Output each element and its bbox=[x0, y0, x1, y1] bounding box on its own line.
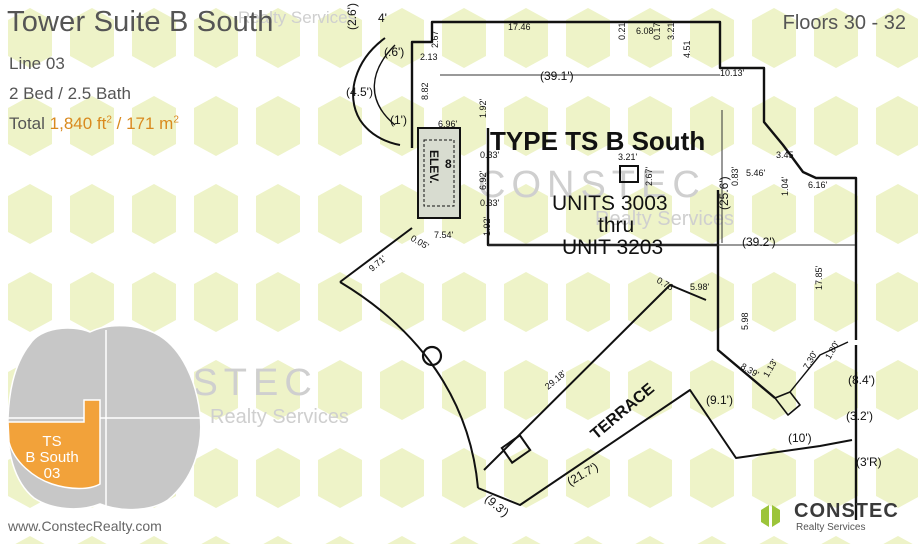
dim-label: 4.51 bbox=[682, 40, 692, 58]
brand-name: CONSTEC bbox=[794, 500, 899, 522]
terrace-planter bbox=[500, 433, 532, 465]
left-diagonal bbox=[339, 227, 413, 283]
dim-label: 3.21' bbox=[618, 152, 638, 162]
inner-wall-right bbox=[716, 190, 776, 399]
units-line-3: UNIT 3203 bbox=[562, 236, 663, 259]
dim-label: 0.76' bbox=[655, 275, 677, 293]
dim-label: 2.67 bbox=[430, 30, 440, 48]
dim-label: 0.33' bbox=[480, 198, 500, 208]
dim-label: 17.85' bbox=[814, 265, 824, 290]
dim-label: (8.4') bbox=[848, 373, 875, 387]
total-prefix: Total bbox=[9, 114, 50, 133]
dim-label: (3.2') bbox=[846, 409, 873, 423]
unit-outline bbox=[410, 20, 858, 340]
elevator-box bbox=[417, 127, 461, 219]
dim-label: (.6') bbox=[384, 45, 404, 59]
key-plan-label-3: 03 bbox=[44, 465, 61, 482]
balcony-arc bbox=[352, 37, 401, 146]
area-m: / 171 m bbox=[111, 114, 174, 133]
dim-label: (39.2') bbox=[742, 235, 776, 249]
brand-logo-icon bbox=[761, 505, 780, 527]
bay-notch bbox=[774, 391, 801, 416]
dim-label: 17.46 bbox=[508, 22, 531, 32]
area-m-exp: 2 bbox=[173, 114, 179, 126]
units-line-2: thru bbox=[598, 214, 634, 237]
line-number: Line 03 bbox=[9, 54, 65, 73]
watermark-sub-header: Realty Services bbox=[238, 8, 357, 27]
area-ft-exp: 2 bbox=[106, 114, 112, 126]
balcony-inner bbox=[373, 44, 396, 126]
dim-label: 6.92' bbox=[478, 170, 488, 190]
dim-label: (1') bbox=[390, 113, 407, 127]
dim-label: 1.04' bbox=[780, 176, 790, 196]
dim-label: 4' bbox=[378, 11, 387, 25]
elevator-label: ELEV. bbox=[427, 150, 441, 184]
key-plan-label-2: B South bbox=[25, 449, 78, 466]
dim-label: (2.6') bbox=[345, 3, 359, 30]
brand-subtitle: Realty Services bbox=[796, 522, 866, 533]
dim-label: 0.21 bbox=[617, 22, 627, 40]
dim-label: 8.82 bbox=[420, 82, 430, 100]
dim-label: (10') bbox=[788, 431, 812, 445]
dim-label: 0.05' bbox=[409, 233, 431, 251]
floors-range: Floors 30 - 32 bbox=[782, 12, 906, 34]
watermark-brand-top: CONSTEC bbox=[478, 164, 706, 206]
dim-label: 6.96' bbox=[438, 119, 458, 129]
terrace-curve bbox=[339, 281, 479, 489]
page-title: Tower Suite B South bbox=[7, 6, 274, 38]
dim-label: 2.67' bbox=[644, 166, 654, 186]
dim-label: 0.83' bbox=[730, 166, 740, 186]
key-plan-label-1: TS bbox=[42, 433, 61, 450]
dim-label: 5.46' bbox=[746, 168, 766, 178]
dim-label: (9.1') bbox=[706, 393, 733, 407]
website-link[interactable]: www.ConstecRealty.com bbox=[8, 518, 162, 534]
watermark-sub-top: Realty Services bbox=[595, 208, 734, 230]
watermark-sub-mid: Realty Services bbox=[210, 406, 349, 428]
dim-label: 0.33' bbox=[480, 150, 500, 160]
unit-type-label: TYPE TS B South bbox=[490, 126, 705, 156]
dim-label: 10.13' bbox=[720, 68, 745, 78]
dim-label: 9.71' bbox=[367, 253, 388, 273]
dim-label: (39.1') bbox=[540, 69, 574, 83]
dim-label: 29.18' bbox=[543, 368, 568, 391]
dim-label: (3'R) bbox=[856, 455, 882, 469]
brand-logo: CONSTEC Realty Services bbox=[758, 500, 908, 534]
dim-label: 1.92' bbox=[478, 98, 488, 118]
drain-circle bbox=[421, 345, 443, 367]
key-plan-highlight bbox=[7, 399, 101, 490]
dim-label: (25.6') bbox=[717, 176, 731, 210]
bay-diag bbox=[789, 341, 849, 393]
dim-label: 6.08 bbox=[636, 26, 654, 36]
elevator-number: 8 bbox=[445, 157, 452, 171]
dim-label: 3.45 bbox=[776, 150, 794, 160]
dim-label: 1.13' bbox=[761, 357, 779, 379]
dim-label: 5.98' bbox=[690, 282, 710, 292]
dim-label: 1.92' bbox=[482, 216, 492, 236]
dim-label: 0.17 bbox=[652, 22, 662, 40]
column-square bbox=[619, 165, 639, 183]
terrace-zigzag bbox=[477, 389, 853, 506]
dim-label: (4.5') bbox=[346, 85, 373, 99]
dim-label: 5.98 bbox=[740, 312, 750, 330]
dim-label: 1.80' bbox=[823, 339, 841, 361]
dim-label: 3.21 bbox=[666, 22, 676, 40]
units-line-1: UNITS 3003 bbox=[552, 192, 668, 215]
key-plan: TS B South 03 bbox=[6, 324, 202, 511]
dim-label: 2.13 bbox=[420, 52, 438, 62]
dim-label: (9.3') bbox=[482, 492, 512, 520]
dim-label: 6.16' bbox=[808, 180, 828, 190]
dim-label: 7.54' bbox=[434, 230, 454, 240]
bed-bath: 2 Bed / 2.5 Bath bbox=[9, 84, 131, 103]
total-area: Total 1,840 ft2 / 171 m2 bbox=[9, 114, 179, 134]
terrace-inner bbox=[483, 284, 707, 471]
terrace-label: TERRACE bbox=[588, 380, 658, 443]
area-ft: 1,840 ft bbox=[49, 114, 107, 133]
dim-label: (21.7') bbox=[565, 460, 601, 489]
